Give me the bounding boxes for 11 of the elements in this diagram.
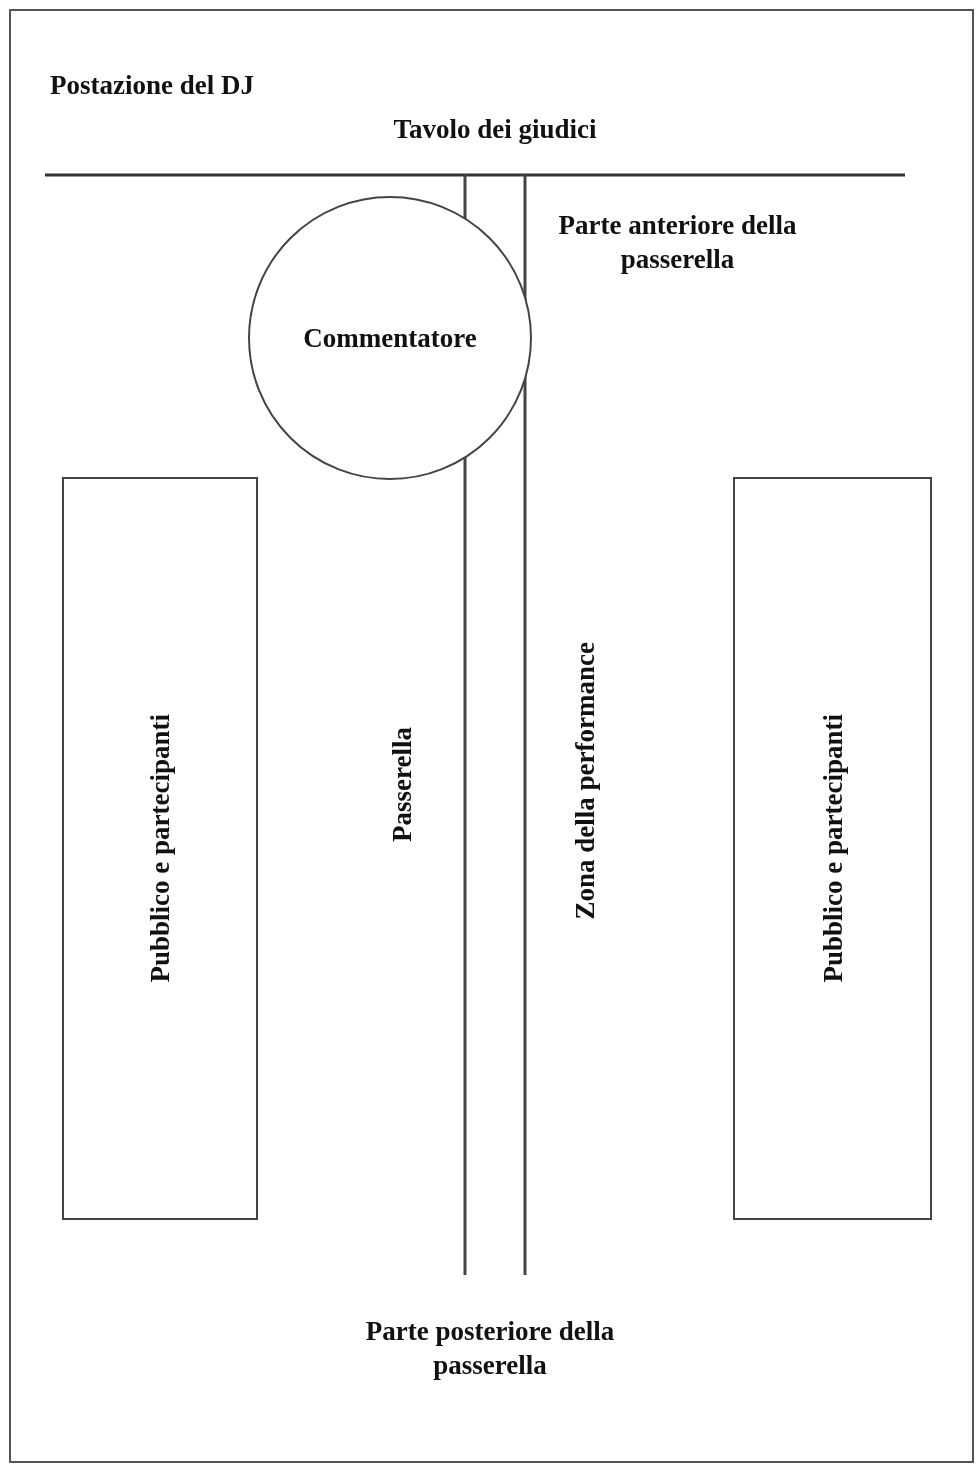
area-label: Parte posteriore della passerella — [364, 1315, 616, 1382]
audience-area — [733, 477, 932, 1220]
area-label: Commentatore — [303, 322, 477, 355]
area-label: Pubblico e partecipanti — [144, 714, 176, 983]
runway-label: Passerella — [386, 727, 418, 842]
audience-area — [62, 477, 258, 1220]
area-label: Parte anteriore della passerella — [557, 209, 798, 276]
area-label: Postazione del DJ — [50, 69, 255, 102]
area-label: Pubblico e partecipanti — [816, 714, 849, 983]
area-label: Zona della performance — [569, 642, 601, 920]
area-label: Tavolo dei giudici — [392, 113, 598, 146]
